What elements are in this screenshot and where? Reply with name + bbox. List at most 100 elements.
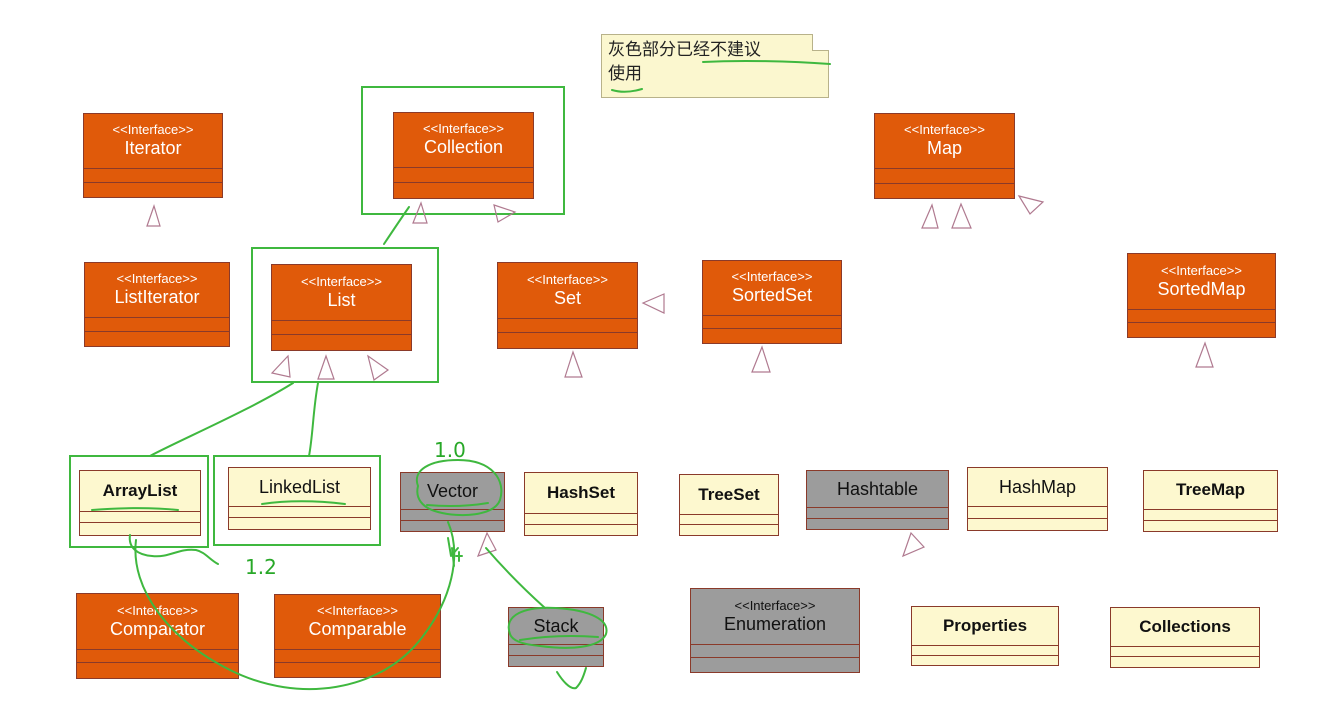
- class-name: Collections: [1139, 617, 1231, 636]
- interface-map[interactable]: <<Interface>> Map: [874, 113, 1015, 199]
- stereotype-label: <<Interface>>: [734, 597, 816, 613]
- class-collections[interactable]: Collections: [1110, 607, 1260, 668]
- methods-compartment: [1111, 656, 1259, 667]
- methods-compartment: [703, 328, 841, 343]
- ink-plus-mark: [455, 551, 463, 562]
- generalization-arrow-map-left: [921, 203, 939, 229]
- attributes-compartment: [680, 514, 778, 524]
- ink-list-to-linked-list: [308, 382, 319, 457]
- note-line-2: 使用: [608, 64, 642, 84]
- methods-compartment: [680, 524, 778, 535]
- ink-list-to-array-list: [149, 382, 294, 457]
- class-linked-list[interactable]: LinkedList: [228, 467, 371, 530]
- attributes-compartment: [1144, 509, 1277, 520]
- stereotype-label: <<Interface>>: [117, 602, 198, 618]
- attributes-compartment: [77, 649, 238, 662]
- class-hash-map[interactable]: HashMap: [967, 467, 1108, 531]
- interface-set[interactable]: <<Interface>> Set: [497, 262, 638, 349]
- methods-compartment: [401, 520, 504, 531]
- interface-enumeration[interactable]: <<Interface>> Enumeration: [690, 588, 860, 673]
- interface-name: Comparator: [109, 618, 206, 639]
- highlight-box-array-list: [69, 455, 209, 548]
- class-hash-set[interactable]: HashSet: [524, 472, 638, 536]
- class-name: LinkedList: [258, 477, 341, 497]
- methods-compartment: [1128, 322, 1275, 337]
- stereotype-label: <<Interface>>: [301, 273, 382, 289]
- interface-collection[interactable]: <<Interface>> Collection: [393, 112, 534, 199]
- interface-name: Collection: [423, 137, 504, 157]
- class-stack[interactable]: Stack: [508, 607, 604, 667]
- annotation-list-version: 1.2: [245, 555, 277, 579]
- ink-checkmark-stack: [556, 667, 587, 690]
- highlight-box-list: [251, 247, 439, 383]
- stereotype-label: <<Interface>>: [1161, 262, 1242, 278]
- note-fold-corner: [812, 34, 829, 51]
- interface-iterator[interactable]: <<Interface>> Iterator: [83, 113, 223, 198]
- methods-compartment: [1144, 520, 1277, 531]
- class-name: Properties: [942, 616, 1028, 635]
- annotation-vector-version: 1.0: [434, 438, 466, 462]
- class-name: HashMap: [998, 477, 1077, 497]
- methods-compartment: [229, 517, 370, 529]
- interface-sorted-set[interactable]: <<Interface>> SortedSet: [702, 260, 842, 344]
- attributes-compartment: [1111, 646, 1259, 656]
- class-tree-set[interactable]: TreeSet: [679, 474, 779, 536]
- stereotype-label: <<Interface>>: [904, 122, 985, 137]
- interface-name: ListIterator: [114, 287, 200, 307]
- class-tree-map[interactable]: TreeMap: [1143, 470, 1278, 532]
- methods-compartment: [498, 332, 637, 348]
- stereotype-label: <<Interface>>: [112, 122, 194, 137]
- methods-compartment: [807, 518, 948, 529]
- highlight-box-linked-list: [213, 455, 381, 546]
- interface-comparator[interactable]: <<Interface>> Comparator: [76, 593, 239, 679]
- generalization-arrow-map-right: [951, 202, 972, 229]
- attributes-compartment: [509, 644, 603, 655]
- interface-name: List: [327, 289, 356, 310]
- highlight-box-collection: [361, 86, 565, 215]
- attributes-compartment: [85, 317, 229, 331]
- methods-compartment: [691, 657, 859, 672]
- note-deprecated-gray: 灰色部分已经不建议 使用: [601, 34, 829, 98]
- class-properties[interactable]: Properties: [911, 606, 1059, 666]
- stereotype-label: <<Interface>>: [423, 121, 504, 136]
- attributes-compartment: [84, 168, 222, 182]
- generalization-arrow-hashtable: [901, 531, 926, 558]
- interface-comparable[interactable]: <<Interface>> Comparable: [274, 594, 441, 678]
- methods-compartment: [968, 518, 1107, 530]
- methods-compartment: [394, 182, 533, 198]
- methods-compartment: [525, 524, 637, 535]
- interface-name: Enumeration: [723, 613, 827, 634]
- class-name: Stack: [533, 616, 579, 636]
- generalization-arrow-sorted-set: [564, 350, 583, 378]
- methods-compartment: [875, 183, 1014, 198]
- methods-compartment: [272, 334, 411, 350]
- methods-compartment: [85, 331, 229, 346]
- class-name: TreeMap: [1176, 480, 1245, 499]
- methods-compartment: [912, 655, 1058, 665]
- class-name: HashSet: [546, 483, 616, 502]
- attributes-compartment: [875, 168, 1014, 183]
- generalization-arrow-iterator: [146, 204, 161, 227]
- interface-sorted-map[interactable]: <<Interface>> SortedMap: [1127, 253, 1276, 338]
- attributes-compartment: [691, 644, 859, 657]
- interface-list[interactable]: <<Interface>> List: [271, 264, 412, 351]
- attributes-compartment: [229, 506, 370, 517]
- interface-list-iterator[interactable]: <<Interface>> ListIterator: [84, 262, 230, 347]
- attributes-compartment: [498, 318, 637, 332]
- methods-compartment: [275, 662, 440, 677]
- stereotype-label: <<Interface>>: [116, 271, 198, 286]
- attributes-compartment: [912, 645, 1058, 655]
- attributes-compartment: [275, 649, 440, 662]
- class-name: ArrayList: [102, 481, 178, 500]
- class-vector[interactable]: Vector: [400, 472, 505, 532]
- methods-compartment: [84, 182, 222, 197]
- ink-vector-arrow: [447, 537, 459, 567]
- attributes-compartment: [401, 509, 504, 520]
- stereotype-label: <<Interface>>: [527, 271, 608, 287]
- interface-name: Iterator: [124, 138, 182, 158]
- attributes-compartment: [80, 511, 200, 522]
- class-name: Hashtable: [836, 479, 919, 499]
- class-hashtable[interactable]: Hashtable: [806, 470, 949, 530]
- generalization-arrow-set: [641, 293, 665, 314]
